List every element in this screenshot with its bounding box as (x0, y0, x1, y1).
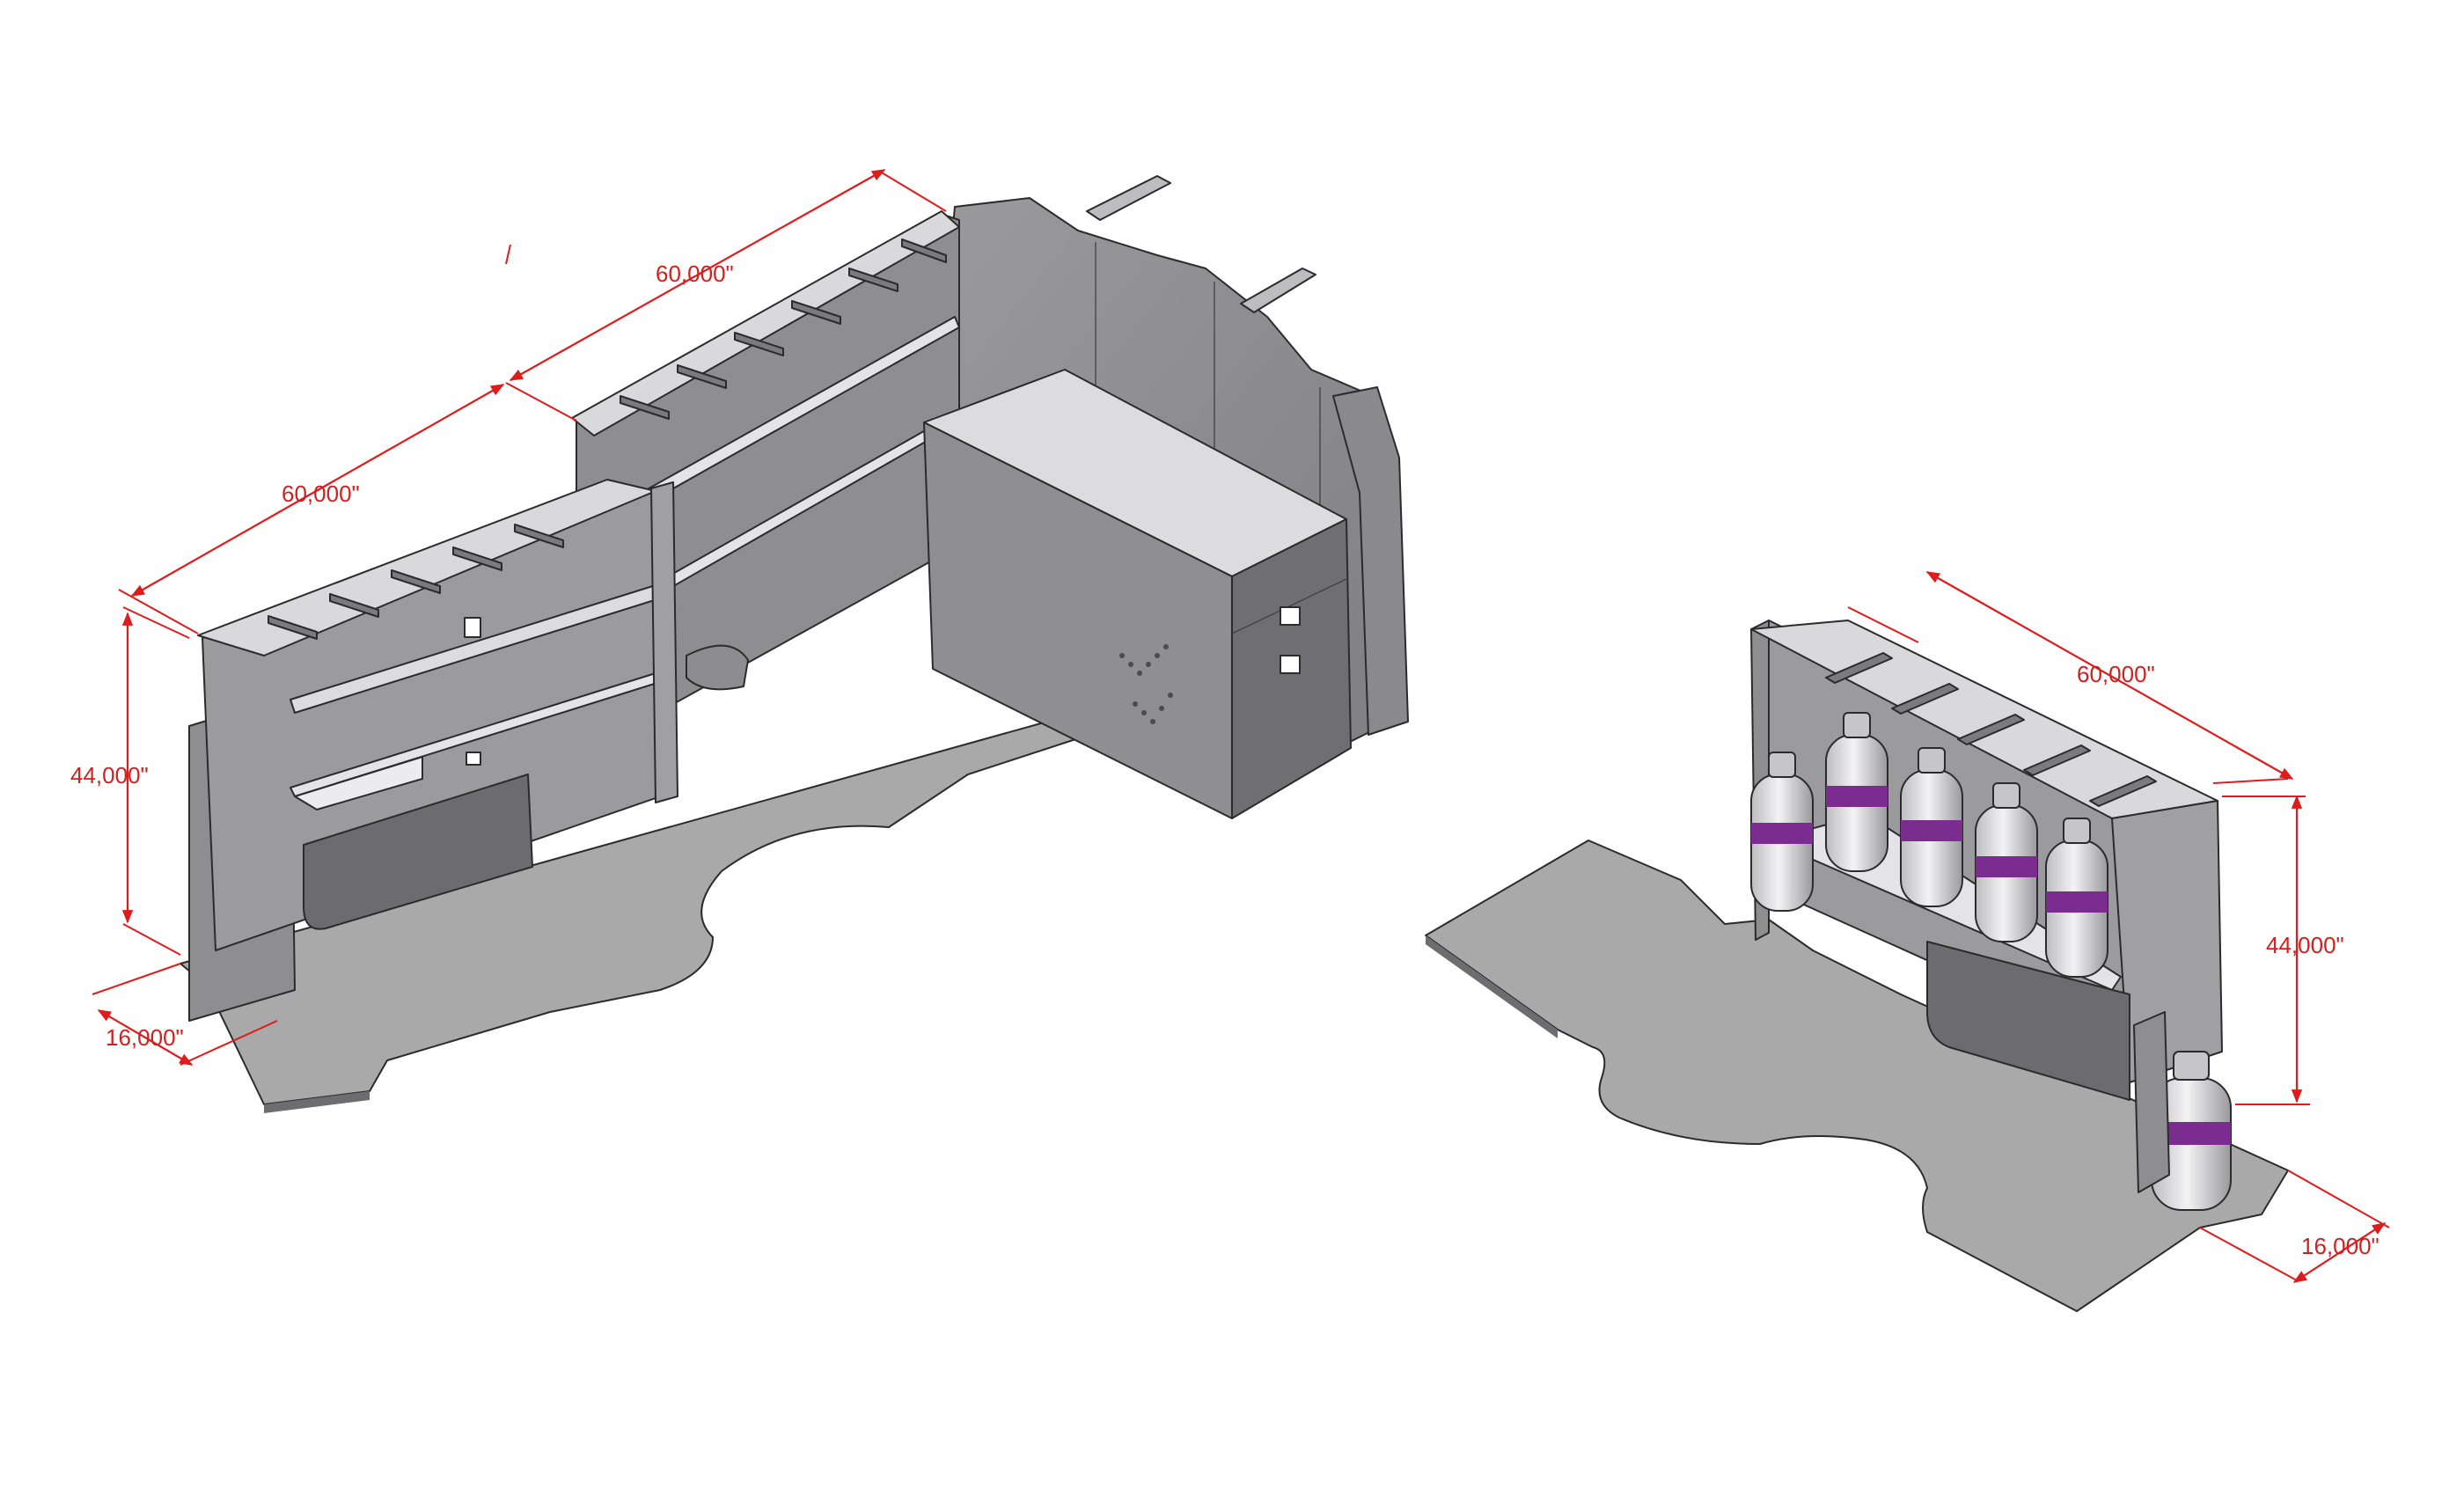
front-unit-post (650, 481, 678, 803)
dim-top-extension-2 (879, 171, 947, 212)
dim-lower-extension (118, 589, 199, 634)
wheel-well-fender (686, 644, 749, 691)
left-floor-edge (264, 1091, 370, 1113)
dim-lower-length-line (130, 384, 505, 597)
right-floor-panel (1425, 840, 2289, 1312)
dim-top-length-line (509, 169, 886, 381)
front-unit-bin (303, 774, 533, 930)
mounting-bracket-1 (1086, 175, 1171, 221)
dim-height-ext-top (122, 606, 190, 639)
propane-tank (1825, 712, 1888, 872)
dim-r-length-label: 60,000" (2077, 661, 2155, 687)
dim-r-length-ext-1 (1847, 606, 1919, 643)
left-assembly: 60,000" 60,000" 44,000" 16,000" (70, 169, 1409, 1113)
front-unit-latches (464, 617, 481, 766)
dim-top-length-label: 60,000" (656, 260, 734, 287)
dim-lower-extension-2 (505, 382, 577, 422)
dim-r-depth-ext-2 (2199, 1227, 2298, 1281)
bulkhead-side-column (1332, 386, 1409, 736)
dim-r-depth-ext-1 (2287, 1170, 2390, 1228)
dim-r-height-label: 44,000" (2266, 932, 2344, 958)
mounting-bracket-2 (1240, 268, 1316, 313)
propane-tank (2045, 818, 2108, 978)
propane-tank (1975, 782, 2038, 942)
dim-depth-line (97, 1009, 194, 1066)
dim-r-length-line (1925, 571, 2294, 780)
dim-r-length-ext-2 (2212, 778, 2289, 784)
dim-lower-length-label: 60,000" (282, 480, 360, 507)
tank-bracket (2133, 1011, 2170, 1193)
front-unit-tray (294, 756, 423, 810)
dim-height-label: 44,000" (70, 762, 149, 788)
drawer-handles (1280, 606, 1301, 674)
dim-height-ext-bottom (122, 923, 181, 956)
dim-r-depth-line (2292, 1222, 2387, 1283)
dim-depth-ext-1 (92, 963, 181, 995)
dim-r-depth-label: 16,000" (2301, 1233, 2380, 1259)
right-floor-edge (1426, 935, 1558, 1038)
right-assembly: 60,000" 44,000" 16,000" (1425, 571, 2390, 1312)
propane-tank (1750, 752, 1814, 912)
dim-depth-label: 16,000" (106, 1024, 184, 1051)
propane-tanks (1750, 712, 2232, 1211)
storage-logo-mark (1119, 644, 1173, 724)
left-floor-panel (180, 677, 1184, 1105)
dim-top-extension-1 (505, 244, 511, 265)
right-unit-bin (1926, 941, 2130, 1101)
dim-depth-ext-2 (180, 1020, 278, 1066)
